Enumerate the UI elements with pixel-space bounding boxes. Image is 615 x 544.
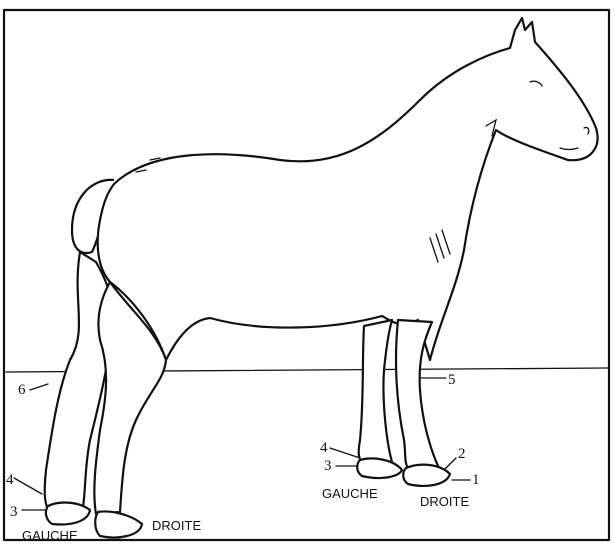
marker-front-4: 4	[320, 440, 328, 456]
label-front-left: GAUCHE	[322, 486, 378, 501]
pointer-6	[30, 384, 48, 390]
front-left-leg	[359, 320, 392, 462]
marker-rear-4: 4	[6, 472, 14, 488]
marker-2: 2	[458, 446, 466, 462]
marker-rear-3: 3	[10, 504, 18, 520]
front-right-hoof	[403, 465, 450, 486]
pointer-2	[444, 458, 456, 470]
marker-5: 5	[448, 372, 456, 388]
rear-right-hoof	[95, 512, 142, 538]
marker-1: 1	[472, 472, 480, 488]
rear-left-hoof	[46, 503, 90, 525]
label-front-right: DROITE	[420, 494, 469, 509]
pointer-front-4	[330, 448, 360, 458]
marker-front-3: 3	[324, 458, 332, 474]
pointer-rear-4	[14, 478, 42, 494]
label-rear-right: DROITE	[152, 518, 201, 533]
marker-6: 6	[18, 382, 26, 398]
horse-body	[98, 18, 598, 360]
front-left-hoof	[357, 458, 402, 478]
label-rear-left: GAUCHE	[22, 528, 78, 543]
